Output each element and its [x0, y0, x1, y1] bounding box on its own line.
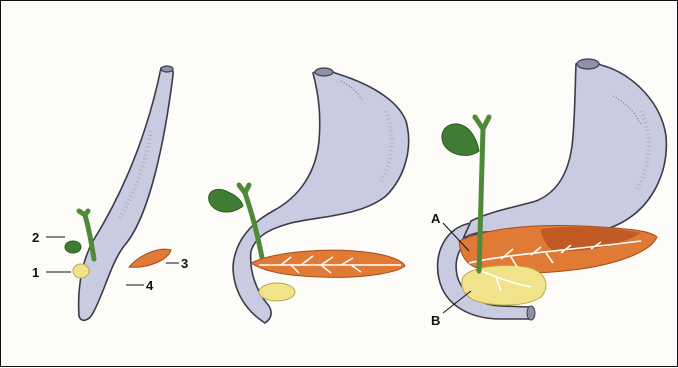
- stage-3-stomach: [463, 62, 666, 239]
- stage-2-esophagus-opening: [315, 68, 333, 76]
- stage-2-foregut: [209, 68, 409, 323]
- stage-2-gallbladder: [209, 189, 243, 212]
- stage-1-stomach-tube: [79, 67, 174, 320]
- stage-2-stomach: [233, 70, 409, 323]
- label-2: 2: [32, 230, 39, 245]
- stage-1-bile-duct: [79, 211, 94, 259]
- stage-2-ventral-pancreas: [259, 283, 295, 301]
- stage-1-esophagus-opening: [161, 66, 173, 72]
- stage-3-esophagus-opening: [577, 59, 599, 69]
- stage-3-gallbladder: [442, 124, 479, 155]
- stage-1-foregut: 2 1 3 4: [32, 66, 188, 320]
- stage-3-foregut: A B: [431, 59, 666, 328]
- stage-1-dorsal-pancreas: [129, 249, 171, 267]
- label-3: 3: [181, 256, 188, 271]
- label-1: 1: [32, 265, 39, 280]
- stage-2-dorsal-pancreas: [251, 250, 405, 277]
- stage-1-ventral-pancreas: [73, 264, 89, 278]
- stage-3-duodenum-opening: [527, 306, 535, 320]
- label-B: B: [431, 313, 440, 328]
- label-4: 4: [146, 278, 154, 293]
- label-A: A: [431, 211, 441, 226]
- stage-3-ventral-pancreas: [462, 265, 546, 305]
- stage-1-gallbladder: [65, 241, 81, 253]
